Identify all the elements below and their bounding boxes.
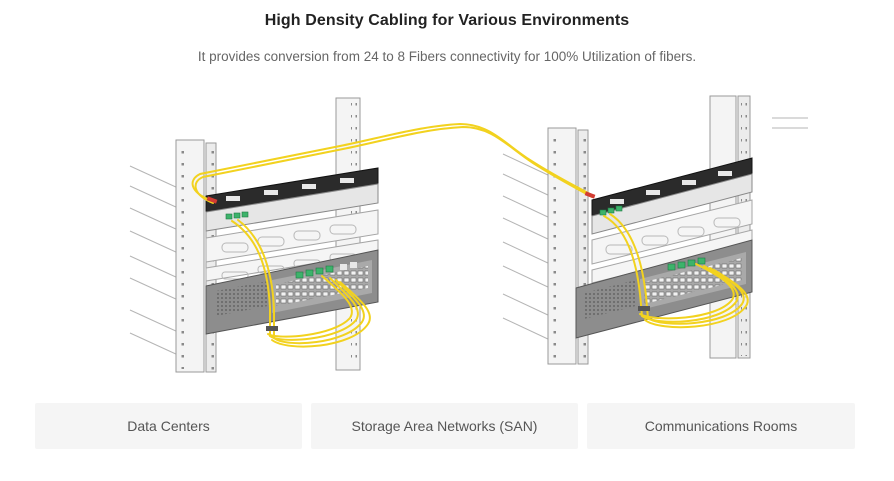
environment-card-label: Communications Rooms bbox=[644, 418, 798, 434]
fiber-cables bbox=[191, 122, 749, 348]
environment-card-label: Storage Area Networks (SAN) bbox=[351, 418, 538, 434]
environment-cards: Data Centers Storage Area Networks (SAN)… bbox=[35, 403, 855, 449]
environment-card-label: Data Centers bbox=[127, 418, 210, 434]
environment-card-communications-rooms[interactable]: Communications Rooms bbox=[587, 403, 855, 449]
connector-boots bbox=[206, 191, 650, 331]
rack-cabling-illustration bbox=[129, 95, 808, 373]
right-rack bbox=[502, 95, 808, 365]
environment-card-san[interactable]: Storage Area Networks (SAN) bbox=[311, 403, 578, 449]
page-subtitle: It provides conversion from 24 to 8 Fibe… bbox=[197, 49, 697, 64]
environment-card-data-centers[interactable]: Data Centers bbox=[35, 403, 302, 449]
page-title: High Density Cabling for Various Environ… bbox=[264, 12, 630, 29]
